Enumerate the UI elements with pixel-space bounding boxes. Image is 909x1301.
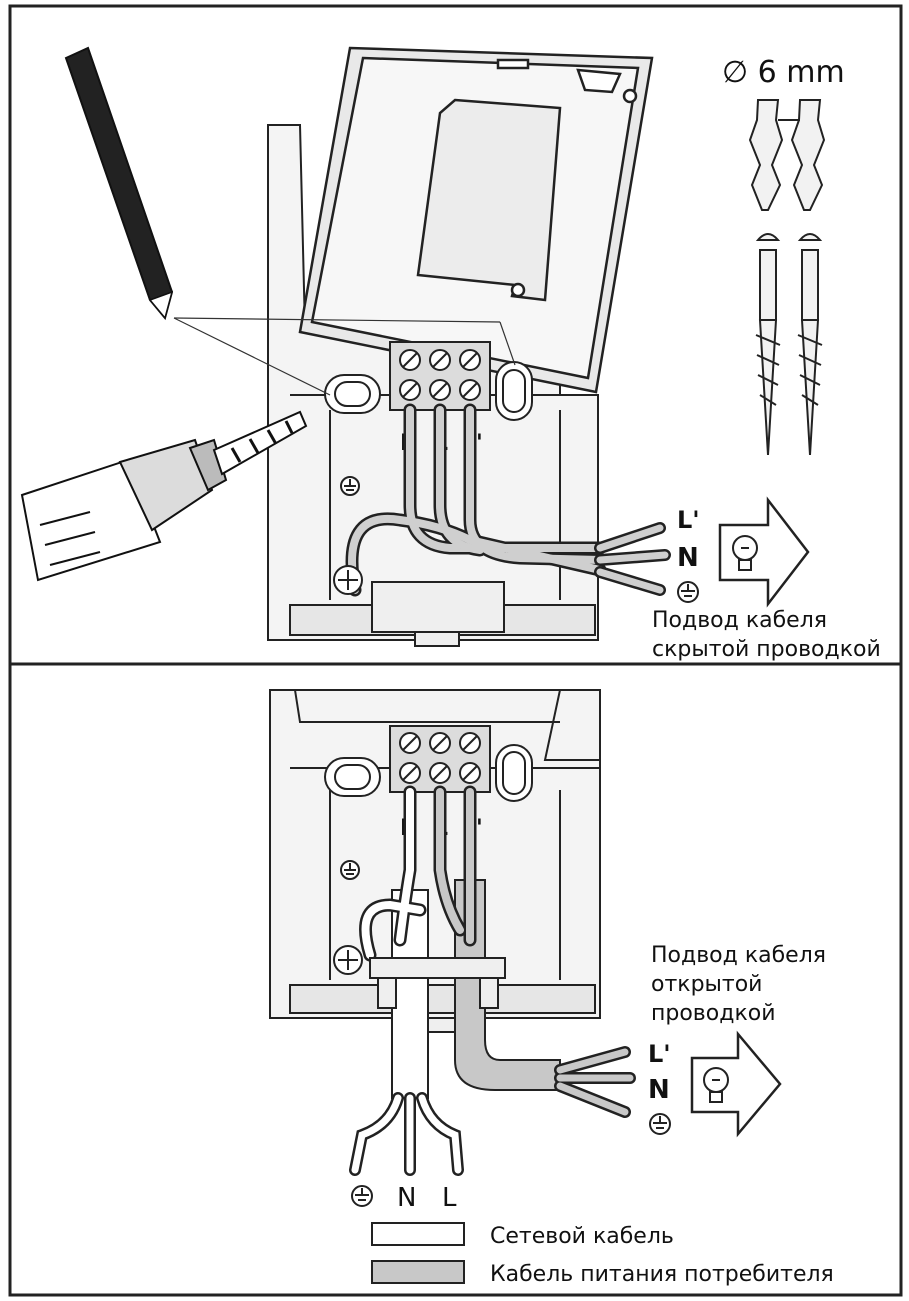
screw-icon <box>755 233 823 456</box>
outer-frame <box>8 4 903 1297</box>
load-cable-strands <box>554 1046 636 1118</box>
arrow-icon <box>690 1030 782 1138</box>
legend: Сетевой кабель Кабель питания потребител… <box>371 1222 834 1287</box>
arrow-icon <box>718 496 810 608</box>
mounting-holes-bottom <box>324 744 533 802</box>
exposed-caption-line3: проводкой <box>651 1001 776 1026</box>
legend-load-label: Кабель питания потребителя <box>490 1262 834 1287</box>
exposed-caption-line2: открытой <box>651 972 762 997</box>
mains-cable-strands <box>349 1092 464 1176</box>
load-cable-sheath <box>454 879 561 1091</box>
ground-screw-icon <box>333 565 363 595</box>
ground-icon <box>340 860 360 880</box>
concealed-caption-line1: Подвод кабеля <box>652 608 827 633</box>
output-label-l-prime: L' <box>677 506 700 534</box>
output-label-n: N <box>677 543 699 573</box>
legend-mains-label: Сетевой кабель <box>490 1224 674 1249</box>
drill-size-label: ∅ 6 mm <box>722 55 845 90</box>
mains-ground-icon <box>351 1185 373 1207</box>
mounting-holes-top <box>324 361 533 421</box>
guide-lines <box>173 317 516 396</box>
top-panel: ∅ 6 mm N L L' <box>20 46 881 662</box>
ground-screw-icon <box>333 945 363 975</box>
internal-wiring-top <box>345 403 607 597</box>
open-lid <box>298 46 654 394</box>
concealed-caption-line2: скрытой проводкой <box>652 637 881 662</box>
pencil-icon <box>64 46 174 321</box>
output-label-n: N <box>648 1075 670 1105</box>
terminal-block-top <box>389 341 491 411</box>
terminal-block-bottom <box>389 725 491 793</box>
lid-screw-icon <box>510 282 526 298</box>
output-cable-top <box>594 522 671 596</box>
internal-wiring-bottom <box>359 785 477 962</box>
exposed-caption-line1: Подвод кабеля <box>651 943 826 968</box>
cable-clamp <box>369 957 506 1009</box>
output-label-l-prime: L' <box>648 1040 671 1068</box>
output-ground-icon <box>677 581 699 603</box>
legend-swatch-mains <box>371 1222 465 1246</box>
bottom-panel: N L L' <box>269 689 834 1287</box>
legend-swatch-load <box>371 1260 465 1284</box>
output-ground-icon <box>649 1113 671 1135</box>
drill-icon <box>20 410 308 582</box>
wall-plug-icon <box>748 99 826 211</box>
lamp-icon <box>732 535 758 571</box>
ground-icon <box>340 476 360 496</box>
lamp-icon <box>703 1067 729 1103</box>
lid-screw-icon <box>622 88 638 104</box>
mains-label-n: N <box>397 1183 416 1213</box>
mains-label-l: L <box>442 1183 457 1213</box>
